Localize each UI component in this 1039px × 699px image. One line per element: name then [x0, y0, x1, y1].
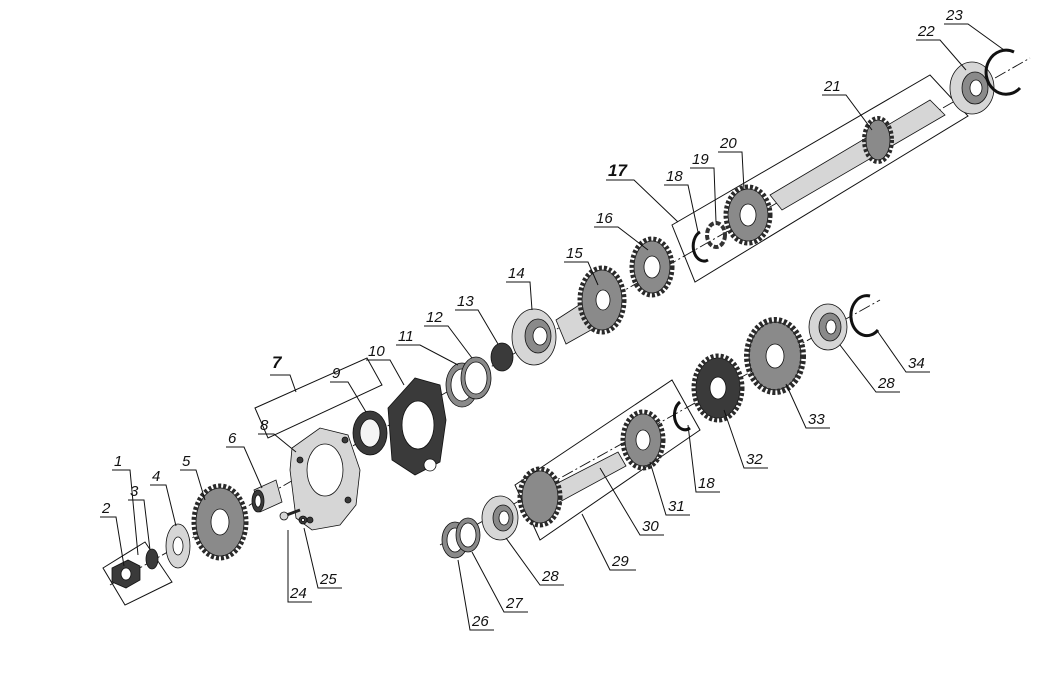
part-22-bearing	[949, 61, 995, 115]
label-7: 7	[272, 353, 283, 372]
label-16: 16	[596, 210, 613, 227]
label-5: 5	[182, 453, 191, 470]
part-31-gear	[620, 409, 666, 471]
part-5-sprocket	[191, 483, 249, 561]
group-frame-1	[102, 541, 173, 606]
part-3-washer	[145, 548, 159, 570]
label-3: 3	[130, 483, 139, 500]
part-27-ring	[455, 517, 481, 553]
part-21-main-shaft	[769, 99, 946, 211]
label-11: 11	[398, 328, 414, 345]
label-24: 24	[289, 585, 307, 602]
part-12-ring	[460, 356, 492, 400]
label-21: 21	[823, 78, 841, 95]
part-28-bearing-lower	[481, 495, 519, 541]
part-10-gasket	[387, 377, 447, 476]
part-20-gear	[723, 184, 773, 246]
part-18-circlip-upper	[691, 230, 709, 263]
label-8: 8	[260, 417, 269, 434]
part-9-oil-seal	[352, 410, 388, 456]
part-25-washer	[298, 515, 308, 525]
part-14-bearing	[511, 308, 557, 366]
part-19-ring	[705, 221, 727, 249]
group-frame-17	[671, 74, 969, 283]
part-23-circlip	[984, 48, 1022, 96]
label-18-upper: 18	[666, 168, 683, 185]
part-33-gear	[744, 317, 806, 395]
label-25: 25	[319, 571, 337, 588]
part-6-sleeve	[251, 479, 283, 513]
label-29: 29	[611, 553, 629, 570]
label-12: 12	[426, 309, 443, 326]
label-31: 31	[668, 498, 685, 515]
label-34: 34	[908, 355, 925, 372]
part-32-gear	[691, 353, 745, 423]
part-8-cover	[289, 427, 361, 531]
label-30: 30	[642, 518, 659, 535]
group-frame-7	[254, 357, 383, 439]
label-23: 23	[945, 7, 963, 24]
part-16-gear	[629, 236, 675, 298]
label-22: 22	[917, 23, 935, 40]
label-28-upper: 28	[877, 375, 895, 392]
part-24-bolt	[279, 508, 301, 521]
label-17: 17	[608, 161, 628, 180]
label-32: 32	[746, 451, 763, 468]
label-19: 19	[692, 151, 709, 168]
part-13-ring	[490, 342, 514, 372]
label-33: 33	[808, 411, 825, 428]
label-13: 13	[457, 293, 474, 310]
part-28-bearing-upper	[808, 303, 848, 351]
label-27: 27	[505, 595, 523, 612]
label-28-lower: 28	[541, 568, 559, 585]
label-14: 14	[508, 265, 525, 282]
label-4: 4	[152, 468, 160, 485]
label-2: 2	[101, 500, 111, 517]
part-2-nut	[111, 559, 141, 589]
label-26: 26	[471, 613, 489, 630]
part-30-countershaft	[517, 451, 627, 528]
part-18-circlip-lower	[672, 400, 691, 432]
label-6: 6	[228, 430, 237, 447]
label-1: 1	[114, 453, 122, 470]
part-4-lock-plate	[165, 523, 191, 569]
label-20: 20	[719, 135, 737, 152]
part-34-circlip	[849, 294, 880, 338]
label-10: 10	[368, 343, 385, 360]
label-9: 9	[332, 365, 341, 382]
label-15: 15	[566, 245, 583, 262]
part-15-gear-shaft	[555, 265, 627, 345]
label-18-lower: 18	[698, 475, 715, 492]
